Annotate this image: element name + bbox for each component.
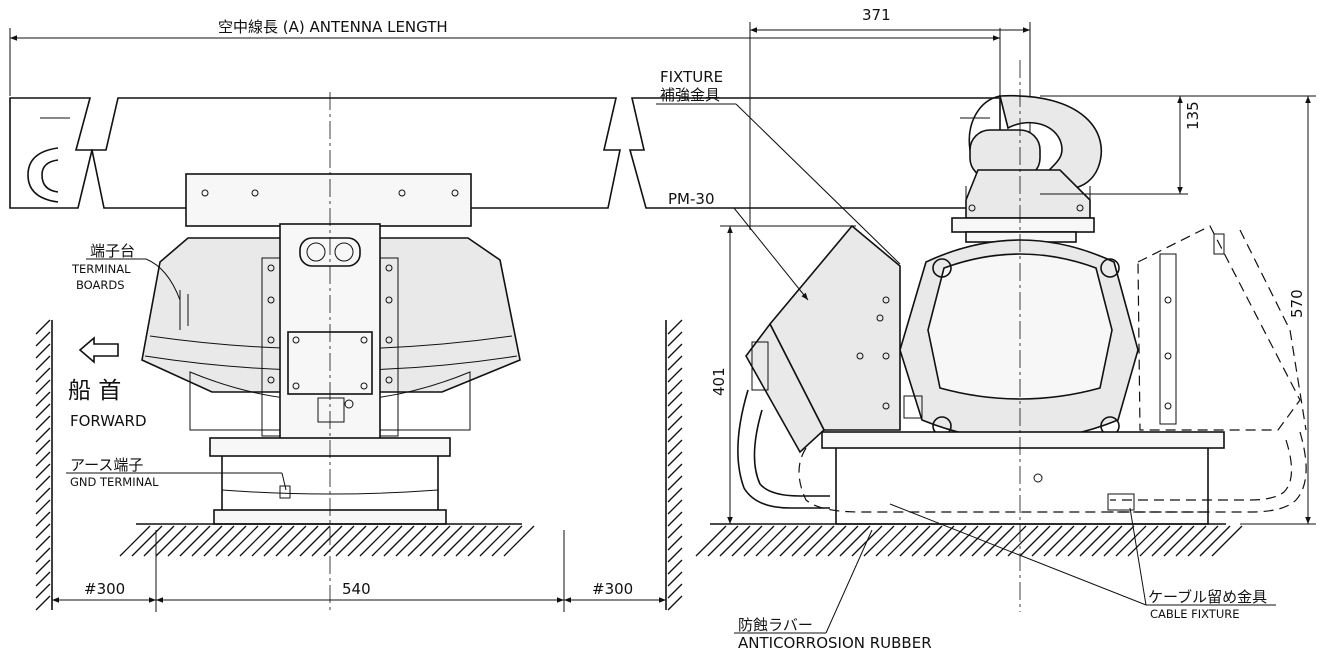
side-view: 371 bbox=[656, 6, 1316, 652]
terminal-boards-en-2: BOARDS bbox=[76, 278, 125, 292]
gnd-terminal-en: GND TERMINAL bbox=[70, 475, 159, 489]
anticorrosion-rubber-ja: 防蝕ラバー bbox=[738, 616, 813, 634]
forward-label: FORWARD bbox=[70, 412, 147, 430]
cable-fixture-en: CABLE FIXTURE bbox=[1150, 607, 1240, 621]
antenna-length-label: 空中線長 (A) ANTENNA LENGTH bbox=[218, 18, 448, 36]
dim-side-width: 371 bbox=[862, 6, 891, 24]
dim-top-height: 135 bbox=[1184, 101, 1202, 130]
fixture-en: FIXTURE bbox=[660, 68, 723, 86]
terminal-boards-en-1: TERMINAL bbox=[71, 262, 131, 276]
dim-side-height: 401 bbox=[710, 367, 728, 396]
pm30-label: PM-30 bbox=[668, 190, 715, 208]
gnd-terminal-ja: アース端子 bbox=[70, 456, 143, 474]
terminal-boards-ja: 端子台 bbox=[90, 242, 135, 260]
dim-base-width: 540 bbox=[342, 580, 371, 598]
dim-clearance-left: #300 bbox=[84, 580, 125, 598]
fixture-ja: 補強金具 bbox=[660, 86, 720, 104]
bow-label: 船 首 bbox=[68, 378, 121, 404]
anticorrosion-rubber-en: ANTICORROSION RUBBER bbox=[738, 634, 932, 652]
forward-arrow-icon bbox=[78, 336, 119, 364]
dim-clearance-right: #300 bbox=[592, 580, 633, 598]
front-view: 空中線長 (A) ANTENNA LENGTH bbox=[9, 18, 1001, 612]
dim-total-height: 570 bbox=[1288, 289, 1306, 318]
cable-fixture-ja: ケーブル留め金具 bbox=[1148, 588, 1267, 606]
